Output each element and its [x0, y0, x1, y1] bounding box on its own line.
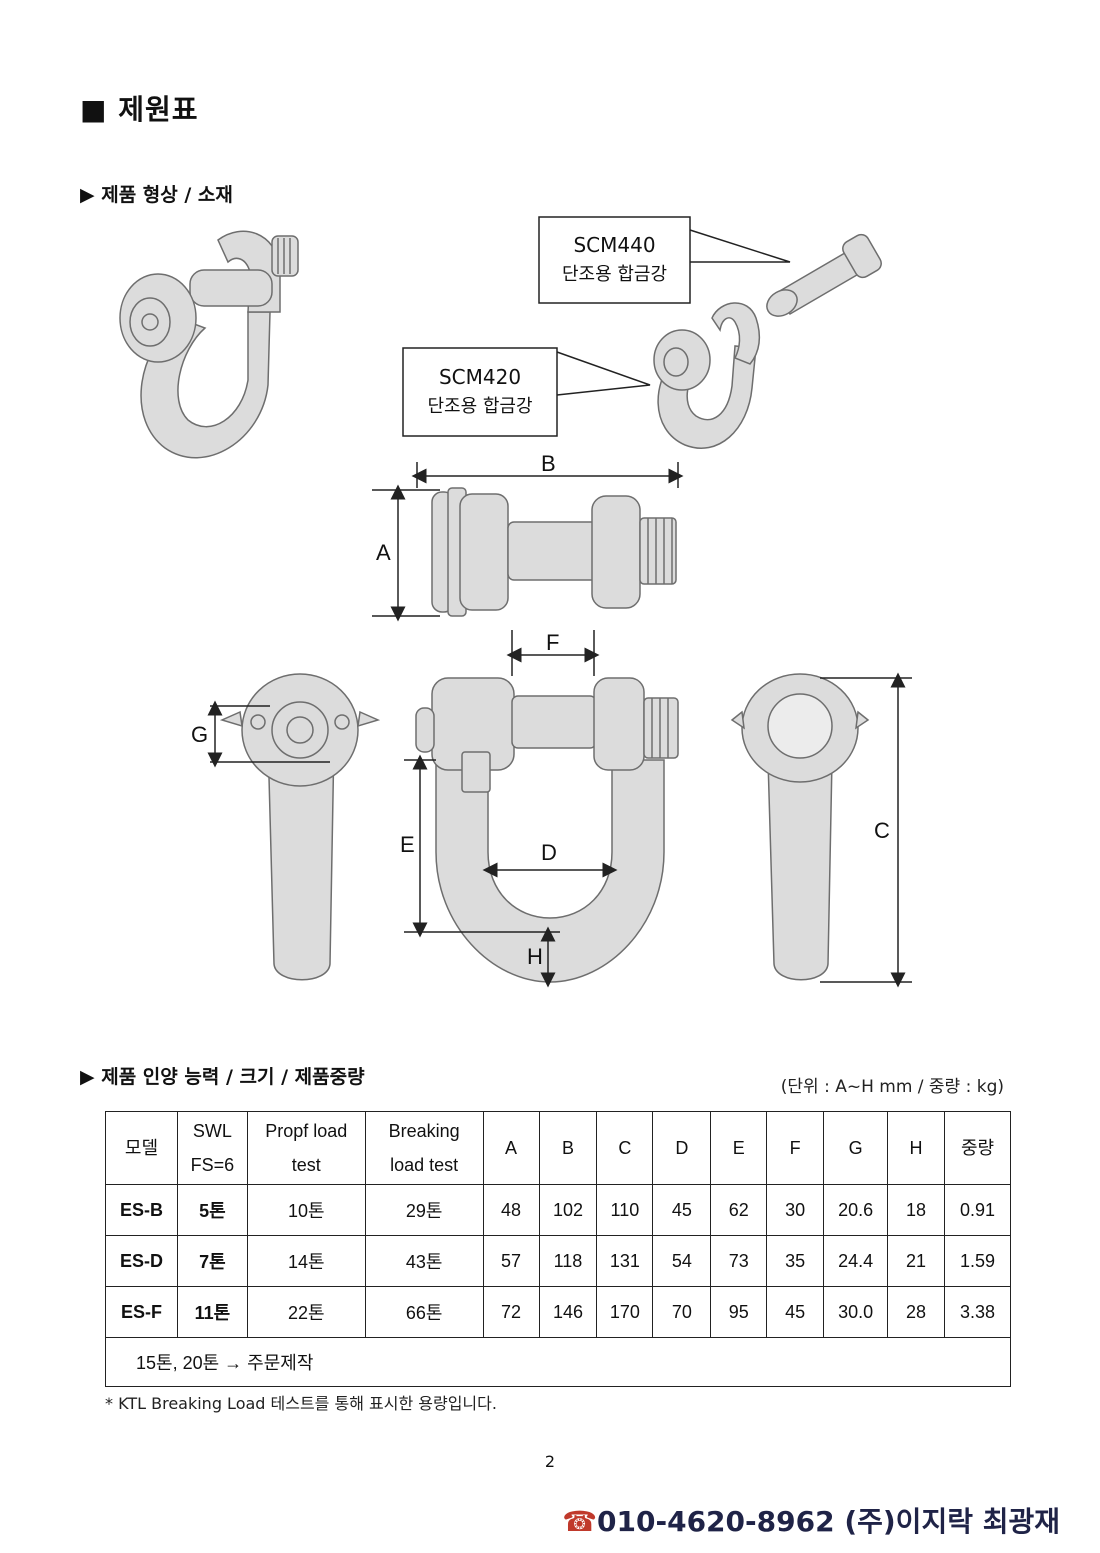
callout-box-scm420	[402, 347, 558, 437]
dimension-label-h: H	[527, 944, 543, 969]
dimension-label-f: F	[546, 630, 560, 655]
header-a: A	[482, 1111, 540, 1185]
custom-order-note: 15톤, 20톤 → 주문제작	[105, 1337, 1011, 1387]
cell-weight: 3.38	[944, 1286, 1011, 1338]
cell-d: 45	[652, 1184, 712, 1236]
pin-side-view-drawing	[431, 487, 677, 617]
contact-info: ☎010-4620-8962 (주)이지락 최광재	[562, 1500, 1060, 1540]
exploded-pin-drawing	[766, 233, 882, 317]
cell-proof-load: 14톤	[246, 1235, 366, 1287]
dimension-label-d: D	[541, 840, 557, 865]
phone-icon: ☎	[562, 1505, 598, 1538]
exploded-shackle-drawing	[653, 302, 761, 449]
cell-model: ES-F	[105, 1286, 178, 1338]
cell-f: 45	[766, 1286, 825, 1338]
header-c: C	[596, 1111, 654, 1185]
cell-model: ES-B	[105, 1184, 178, 1236]
cell-b: 102	[538, 1184, 598, 1236]
cell-weight: 1.59	[944, 1235, 1011, 1287]
cell-g: 20.6	[823, 1184, 889, 1236]
header-h: H	[887, 1111, 945, 1185]
cell-a: 72	[482, 1286, 540, 1338]
callout-desc: 단조용 합금강	[427, 396, 533, 417]
cell-g: 24.4	[823, 1235, 889, 1287]
footnote: * KTL Breaking Load 테스트를 통해 표시한 용량입니다.	[105, 1394, 497, 1413]
cell-d: 70	[652, 1286, 712, 1338]
assembled-shackle-drawing	[119, 230, 299, 459]
callout-code: SCM440	[573, 233, 656, 257]
cell-h: 28	[887, 1286, 945, 1338]
cell-e: 62	[710, 1184, 768, 1236]
section-heading-shape-material: ▶ 제품 형상 / 소재	[80, 184, 233, 206]
table-row: ES-B 5톤 10톤 29톤 48 102 110 45 62 30 20.6…	[105, 1184, 1011, 1236]
header-b: B	[538, 1111, 598, 1185]
cell-swl: 11톤	[176, 1286, 248, 1338]
cell-f: 35	[766, 1235, 825, 1287]
cell-e: 95	[710, 1286, 768, 1338]
page-number: 2	[544, 1452, 556, 1471]
table-row: ES-F 11톤 22톤 66톤 72 146 170 70 95 45 30.…	[105, 1286, 1011, 1338]
cell-swl: 7톤	[176, 1235, 248, 1287]
header-d: D	[652, 1111, 712, 1185]
dimension-label-b: B	[541, 451, 556, 476]
header-f: F	[766, 1111, 825, 1185]
contact-phone: 010-4620-8962	[597, 1505, 835, 1538]
cell-proof-load: 22톤	[246, 1286, 366, 1338]
callout-scm440: SCM440 단조용 합금강	[539, 230, 690, 289]
cell-breaking-load: 29톤	[364, 1184, 484, 1236]
shackle-left-end-view-drawing	[219, 673, 381, 981]
cell-weight: 0.91	[944, 1184, 1011, 1236]
cell-c: 170	[596, 1286, 654, 1338]
cell-breaking-load: 43톤	[364, 1235, 484, 1287]
cell-c: 110	[596, 1184, 654, 1236]
cell-breaking-load: 66톤	[364, 1286, 484, 1338]
cell-a: 48	[482, 1184, 540, 1236]
callout-desc: 단조용 합금강	[561, 264, 668, 285]
callout-scm420: SCM420 단조용 합금강	[403, 362, 557, 421]
header-weight: 중량	[944, 1111, 1011, 1185]
shackle-right-end-view-drawing	[730, 673, 870, 981]
contact-company: (주)이지락 최광재	[834, 1505, 1060, 1538]
table-note-row: 15톤, 20톤 → 주문제작	[105, 1337, 1011, 1387]
callout-code: SCM420	[438, 365, 522, 389]
dimension-label-g: G	[191, 722, 209, 747]
cell-b: 118	[538, 1235, 598, 1287]
table-row: ES-D 7톤 14톤 43톤 57 118 131 54 73 35 24.4…	[105, 1235, 1011, 1287]
callout-box-scm440	[538, 216, 691, 304]
shackle-front-view-drawing	[415, 677, 679, 983]
cell-h: 18	[887, 1184, 945, 1236]
dimension-label-e: E	[400, 832, 415, 857]
dimension-label-a: A	[376, 540, 391, 565]
cell-e: 73	[710, 1235, 768, 1287]
cell-swl: 5톤	[176, 1184, 248, 1236]
cell-c: 131	[596, 1235, 654, 1287]
cell-a: 57	[482, 1235, 540, 1287]
cell-b: 146	[538, 1286, 598, 1338]
unit-note: (단위 : A~H mm / 중량 : kg)	[780, 1077, 1004, 1097]
header-e: E	[710, 1111, 768, 1185]
header-model: 모델	[105, 1111, 178, 1185]
cell-g: 30.0	[823, 1286, 889, 1338]
section-heading-capacity: ▶ 제품 인양 능력 / 크기 / 제품중량	[80, 1066, 365, 1088]
product-drawings	[119, 216, 912, 988]
cell-h: 21	[887, 1235, 945, 1287]
dimension-label-c: C	[874, 818, 890, 843]
cell-model: ES-D	[105, 1235, 178, 1287]
cell-d: 54	[652, 1235, 712, 1287]
cell-proof-load: 10톤	[246, 1184, 366, 1236]
page-title: ■ 제원표	[80, 93, 199, 126]
cell-f: 30	[766, 1184, 825, 1236]
header-g: G	[823, 1111, 889, 1185]
